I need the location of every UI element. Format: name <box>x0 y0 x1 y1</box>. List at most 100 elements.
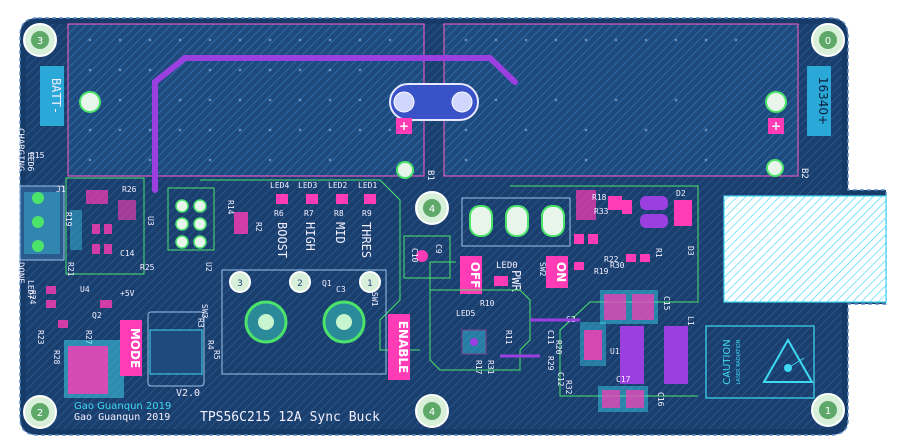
corner-mark-tr: 0 <box>825 36 831 47</box>
u2-outline <box>167 187 215 251</box>
mode-label[interactable]: MODE <box>128 328 142 368</box>
plus-pad-left <box>396 118 412 134</box>
caution-box <box>705 325 815 399</box>
charger-cyan-pad <box>70 210 82 250</box>
slide-switch-outline <box>461 197 571 247</box>
led-row: LED4 LED3 LED2 LED1 R6 R7 R8 R9 BOOST HI… <box>270 181 377 258</box>
switch-hole-right-inner <box>336 314 352 330</box>
pad-2-label: 2 <box>297 279 303 289</box>
c14-label: C14 <box>120 249 135 258</box>
c16-pad-b <box>626 390 644 408</box>
inductor-l1-b <box>664 326 688 384</box>
r18-pad <box>576 190 596 220</box>
mode-button-pad <box>68 346 108 394</box>
r9-label: R9 <box>362 209 372 218</box>
laser-connector-area <box>723 195 887 303</box>
pwr-label: PWR <box>509 270 523 292</box>
batt-neg-label: BATT- <box>49 78 63 114</box>
r19-left-label: R19 <box>64 212 73 227</box>
r2-pad <box>234 212 248 234</box>
led5-label: LED5 <box>456 309 475 318</box>
sw2-label: SW2 <box>538 262 547 277</box>
plus-mark-left: + <box>399 119 409 133</box>
c16-pad-a <box>602 390 620 408</box>
r3-label: R3 <box>196 318 205 328</box>
battery-tab-hole-left <box>393 91 415 113</box>
d2-label: D2 <box>676 189 686 198</box>
r22-label: R22 <box>604 255 619 264</box>
r10-label: R10 <box>480 299 495 308</box>
corner-mark-tl: 3 <box>37 36 43 47</box>
r31-label: R31 <box>486 360 495 375</box>
pad-4-top: 4 <box>429 204 435 215</box>
r33-pad <box>608 196 622 210</box>
mcu-outline <box>429 289 531 371</box>
pad-row: 3 2 1 <box>229 271 381 293</box>
u2-label: U2 <box>204 262 213 272</box>
c10-label: C10 <box>410 248 419 263</box>
corner-mark-br: 1 <box>825 406 831 417</box>
c9-c10-area <box>403 235 451 279</box>
c16-label: C16 <box>656 392 665 407</box>
version-text: V2.0 <box>176 388 200 399</box>
r30-label: R30 <box>610 261 625 270</box>
laser-warning-icon-ray <box>787 357 805 369</box>
led0-label: LED0 <box>496 261 518 271</box>
caution-subtitle: LASER RADIATION <box>736 339 742 384</box>
boost-label: BOOST <box>275 222 289 258</box>
buck-region-outline <box>510 185 699 397</box>
led4-label: LED4 <box>270 181 289 190</box>
battery-pad-mid-l <box>396 161 414 179</box>
battery-tab-hole-right <box>451 91 473 113</box>
mount-hole-br: 1 <box>811 393 845 427</box>
led2-label: LED2 <box>328 181 347 190</box>
inductor-l1-a <box>620 326 644 384</box>
led6-label: LED6 <box>26 152 35 171</box>
r27-label: R27 <box>84 330 93 345</box>
led1-label: LED1 <box>358 181 377 190</box>
sw3-label: SW3 <box>200 304 209 319</box>
r18-label: R18 <box>592 193 607 202</box>
caution-title: CAUTION <box>722 339 733 385</box>
batt-pos-label: 16340+ <box>816 77 830 125</box>
off-label-bg <box>460 256 482 294</box>
mount-pad-center-top: 4 <box>415 191 449 225</box>
r2-label: R2 <box>254 222 263 232</box>
c11-label: C11 <box>546 330 555 345</box>
right-smd-pads <box>574 234 650 270</box>
battery-pad-pos <box>765 91 787 113</box>
usb-pad-3 <box>32 240 44 252</box>
pad-3-label: 3 <box>237 279 243 289</box>
thres-label: THRES <box>359 222 373 258</box>
c3-label: C3 <box>336 285 346 294</box>
small-pad-a <box>622 200 632 214</box>
b1-label: B1 <box>425 170 435 181</box>
switch-housing <box>221 269 387 375</box>
c12-label: C12 <box>556 372 565 387</box>
c9-label: C9 <box>434 244 443 254</box>
d3-label: D3 <box>686 246 695 256</box>
r6-label: R6 <box>274 209 284 218</box>
r15-label: R15 <box>30 151 45 160</box>
u3-pad <box>118 200 136 220</box>
r24-label: R24 <box>28 290 37 305</box>
r1-label: R1 <box>654 248 663 258</box>
led7-label: LED7 <box>26 280 35 299</box>
r23-label: R23 <box>36 330 45 345</box>
on-label[interactable]: ON <box>554 262 568 282</box>
off-label[interactable]: OFF <box>468 262 482 289</box>
batt-neg-box <box>40 66 64 126</box>
inductor-outline <box>147 311 205 387</box>
r17-label: R17 <box>474 360 483 375</box>
c17-label: C17 <box>616 375 631 384</box>
mount-hole-tr: 0 <box>811 23 845 57</box>
r14-label: R14 <box>226 200 235 215</box>
mount-hole-tl: 3 <box>23 23 57 57</box>
battery-via-grid <box>88 38 738 162</box>
mcu-dot <box>470 338 478 346</box>
enable-label[interactable]: ENABLE <box>396 321 410 374</box>
c15-pad-b <box>632 294 654 320</box>
usb-pad-2 <box>32 216 44 228</box>
done-label: DONE <box>15 262 25 284</box>
